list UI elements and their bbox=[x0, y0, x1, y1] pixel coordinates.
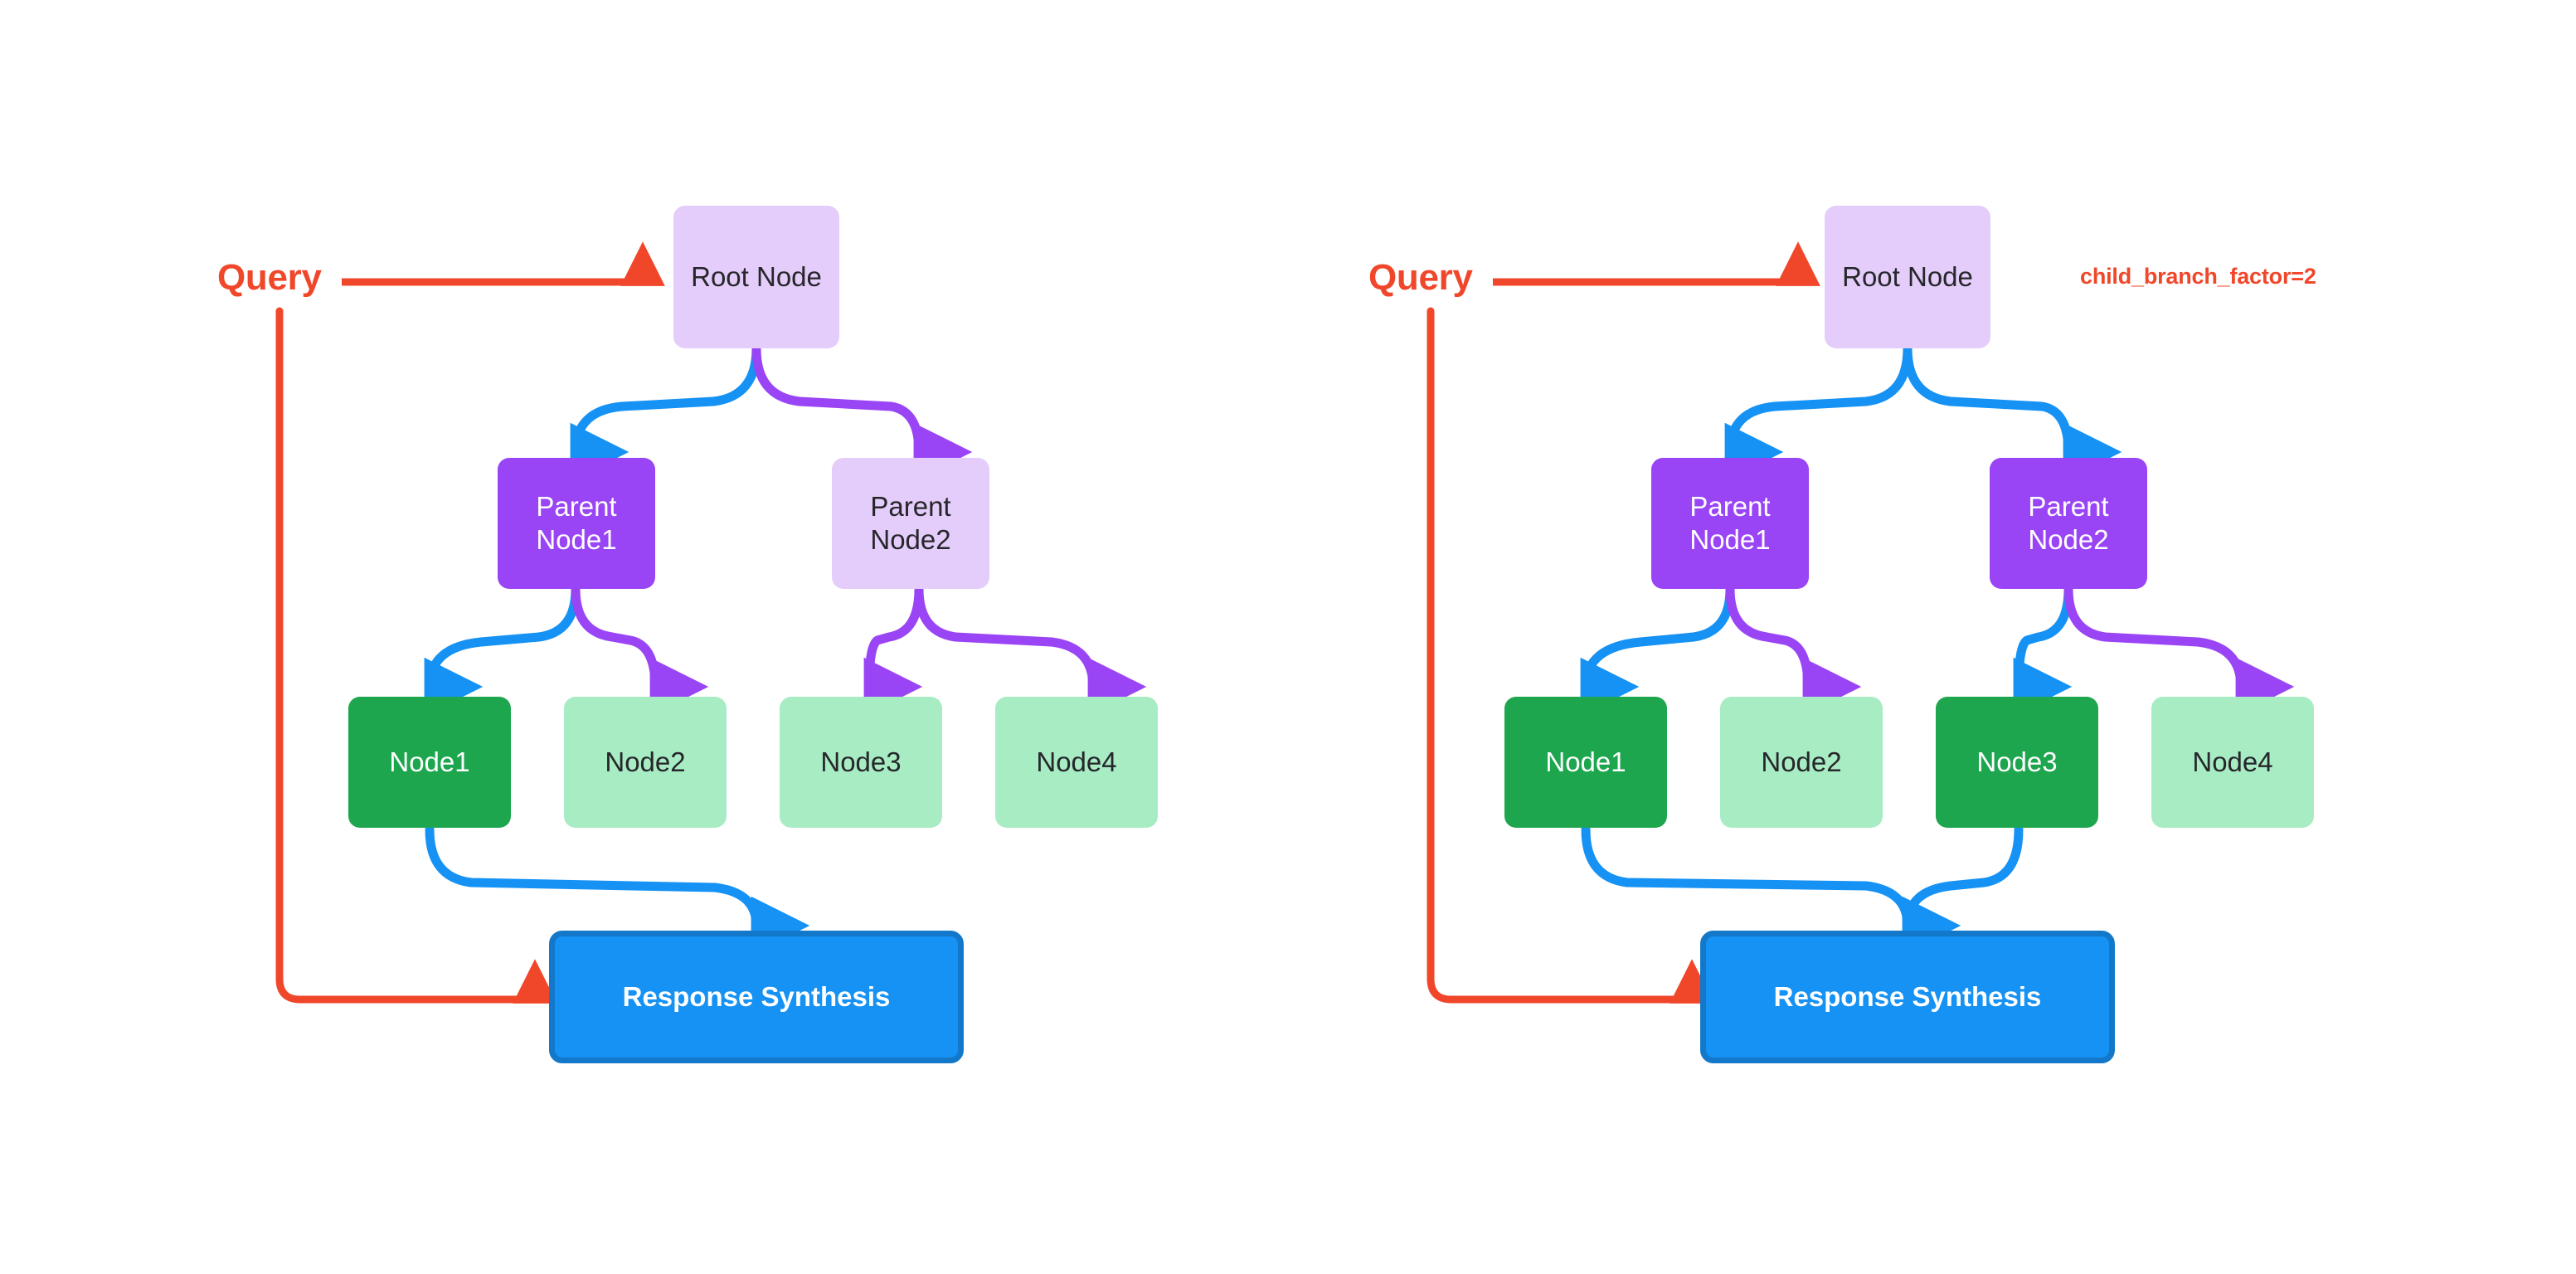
node-root-right[interactable]: Root Node bbox=[1825, 206, 1990, 348]
edge-root-to-parent2-left bbox=[751, 343, 973, 482]
edge-parent2-to-leaf4-right bbox=[2063, 584, 2295, 717]
node-leaf4-right[interactable]: Node4 bbox=[2151, 697, 2314, 828]
edge-query-to-synthesis-right bbox=[1427, 307, 1714, 1004]
node-leaf1-left[interactable]: Node1 bbox=[348, 697, 511, 828]
edge-leaf1-to-synthesis-left bbox=[425, 824, 810, 956]
node-leaf4-left[interactable]: Node4 bbox=[995, 697, 1158, 828]
edge-parent2-to-leaf3-right bbox=[2013, 584, 2073, 717]
node-response-synthesis-left[interactable]: Response Synthesis bbox=[549, 931, 964, 1063]
edge-query-to-synthesis-left bbox=[275, 307, 557, 1004]
edge-parent1-to-leaf1-left bbox=[424, 584, 581, 717]
edge-root-to-parent2-right bbox=[1903, 343, 2122, 482]
node-leaf3-right[interactable]: Node3 bbox=[1936, 697, 2098, 828]
edge-leaf3-to-synthesis-right bbox=[1903, 824, 2024, 931]
edge-leaf1-to-synthesis-right bbox=[1581, 824, 1961, 956]
node-leaf2-left[interactable]: Node2 bbox=[564, 697, 727, 828]
edge-parent2-to-leaf4-left bbox=[914, 584, 1147, 717]
edge-root-to-parent1-right bbox=[1724, 343, 1913, 482]
node-response-synthesis-right[interactable]: Response Synthesis bbox=[1700, 931, 2115, 1063]
node-parent1-left[interactable]: Parent Node1 bbox=[498, 458, 655, 589]
node-parent2-right[interactable]: Parent Node2 bbox=[1990, 458, 2147, 589]
query-label-left: Query bbox=[217, 257, 322, 298]
edge-parent1-to-leaf2-left bbox=[571, 584, 709, 717]
node-root-left[interactable]: Root Node bbox=[673, 206, 839, 348]
node-leaf2-right[interactable]: Node2 bbox=[1720, 697, 1883, 828]
edge-parent1-to-leaf2-right bbox=[1725, 584, 1862, 717]
edge-parent2-to-leaf3-left bbox=[863, 584, 924, 717]
node-leaf3-left[interactable]: Node3 bbox=[780, 697, 942, 828]
edge-parent1-to-leaf1-right bbox=[1580, 584, 1735, 717]
child-branch-factor-annotation: child_branch_factor=2 bbox=[2080, 264, 2316, 289]
edge-root-to-parent1-left bbox=[570, 343, 761, 482]
node-parent1-right[interactable]: Parent Node1 bbox=[1651, 458, 1809, 589]
query-label-right: Query bbox=[1368, 257, 1473, 298]
node-leaf1-right[interactable]: Node1 bbox=[1504, 697, 1667, 828]
node-parent2-left[interactable]: Parent Node2 bbox=[832, 458, 989, 589]
